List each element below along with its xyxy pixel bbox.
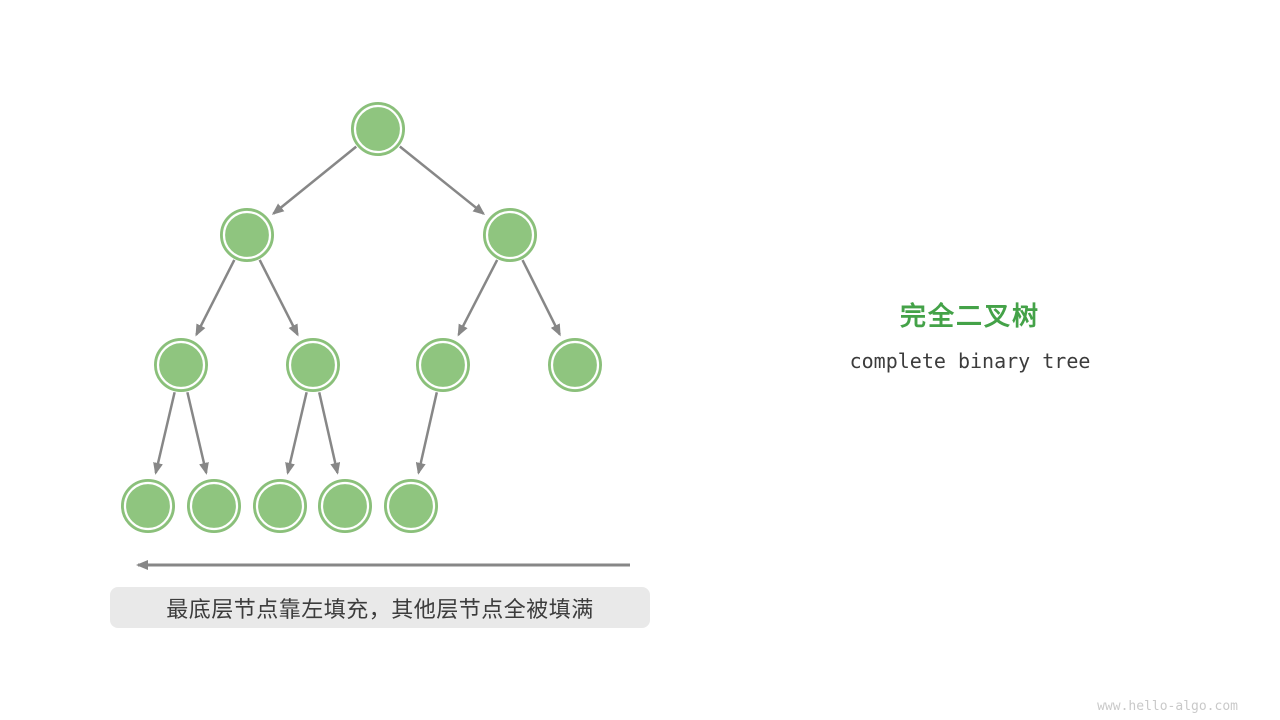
- diagram-subtitle: complete binary tree: [849, 349, 1091, 373]
- tree-edge: [415, 392, 439, 475]
- side-panel: 完全二叉树 complete binary tree: [790, 296, 1150, 373]
- tree-node: [548, 338, 602, 392]
- tree-node: [384, 479, 438, 533]
- tree-node: [187, 479, 241, 533]
- caption-label: 最底层节点靠左填充，其他层节点全被填满: [110, 587, 650, 628]
- diagram-title: 完全二叉树: [899, 301, 1040, 331]
- tree-edge: [195, 259, 236, 337]
- tree-edge: [317, 392, 341, 475]
- tree-edge: [521, 259, 561, 337]
- tree-edge: [258, 259, 299, 337]
- tree-edge: [153, 391, 176, 475]
- tree-node: [253, 479, 307, 533]
- tree-edge: [285, 391, 308, 475]
- tree-node: [318, 479, 372, 533]
- tree-edge: [271, 145, 358, 215]
- tree-node: [154, 338, 208, 392]
- tree-node: [483, 208, 537, 262]
- tree-edge: [457, 259, 499, 337]
- tree-node: [220, 208, 274, 262]
- watermark: www.hello-algo.com: [1097, 699, 1238, 714]
- tree-edge: [399, 145, 486, 215]
- tree-node: [121, 479, 175, 533]
- tree-node: [416, 338, 470, 392]
- tree-node: [351, 102, 405, 156]
- tree-node: [286, 338, 340, 392]
- tree-edge: [186, 391, 209, 475]
